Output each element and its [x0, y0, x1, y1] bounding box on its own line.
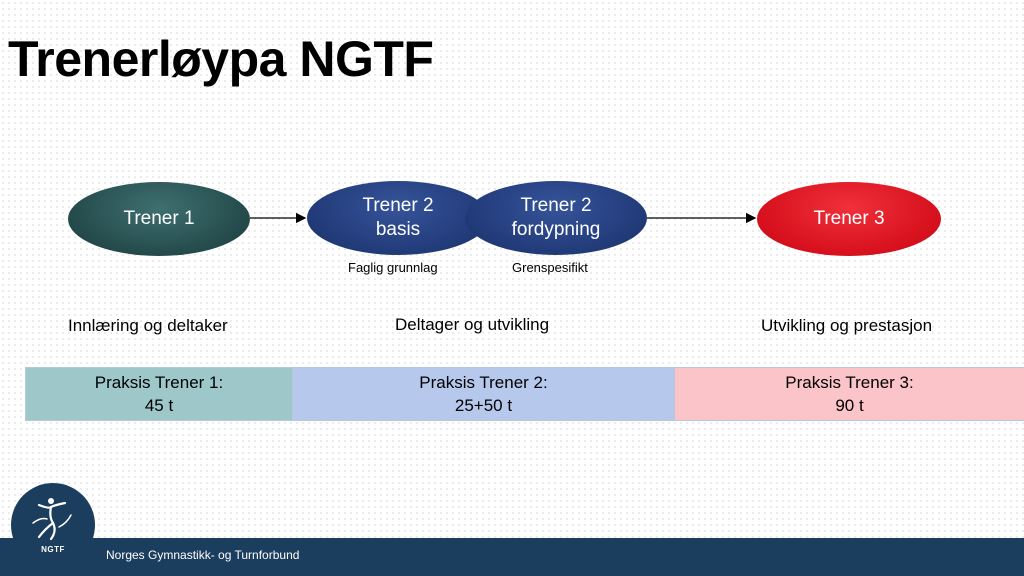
sublabel-faglig-grunnlag: Faglig grunnlag: [348, 260, 438, 275]
node-trener-1: Trener 1: [68, 182, 250, 256]
phase-label-3: Utvikling og prestasjon: [761, 316, 933, 335]
slide-title: Trenerløypa NGTF: [8, 31, 434, 87]
phase-label-1: Innlæring og deltaker: [68, 316, 228, 335]
practice-label: Praksis Trener 3:: [785, 373, 914, 392]
ngtf-logo: NGTF: [11, 483, 95, 567]
practice-box-trener-1: Praksis Trener 1: 45 t: [25, 367, 293, 421]
practice-hours: 45 t: [144, 396, 174, 415]
node-trener-2-basis: Trener 2 basis: [307, 181, 489, 255]
sublabel-grenspesifikt: Grenspesifikt: [512, 260, 588, 275]
footer-org-name: Norges Gymnastikk- og Turnforbund: [106, 548, 300, 562]
logo-text: NGTF: [41, 545, 65, 554]
practice-label: Praksis Trener 2:: [419, 373, 548, 392]
node-trener-2-fordypning: Trener 2 fordypning: [465, 181, 647, 255]
practice-hours: 90 t: [835, 396, 864, 415]
practice-hours: 25+50 t: [454, 396, 513, 415]
node-trener-3: Trener 3: [757, 182, 941, 256]
gymnast-icon: [32, 498, 72, 541]
practice-label: Praksis Trener 1:: [94, 373, 224, 392]
phase-label-2: Deltager og utvikling: [395, 315, 550, 334]
practice-box-trener-2: Praksis Trener 2: 25+50 t: [292, 367, 675, 421]
footer-bar: [0, 538, 1024, 576]
practice-box-trener-3: Praksis Trener 3: 90 t: [674, 367, 1024, 421]
